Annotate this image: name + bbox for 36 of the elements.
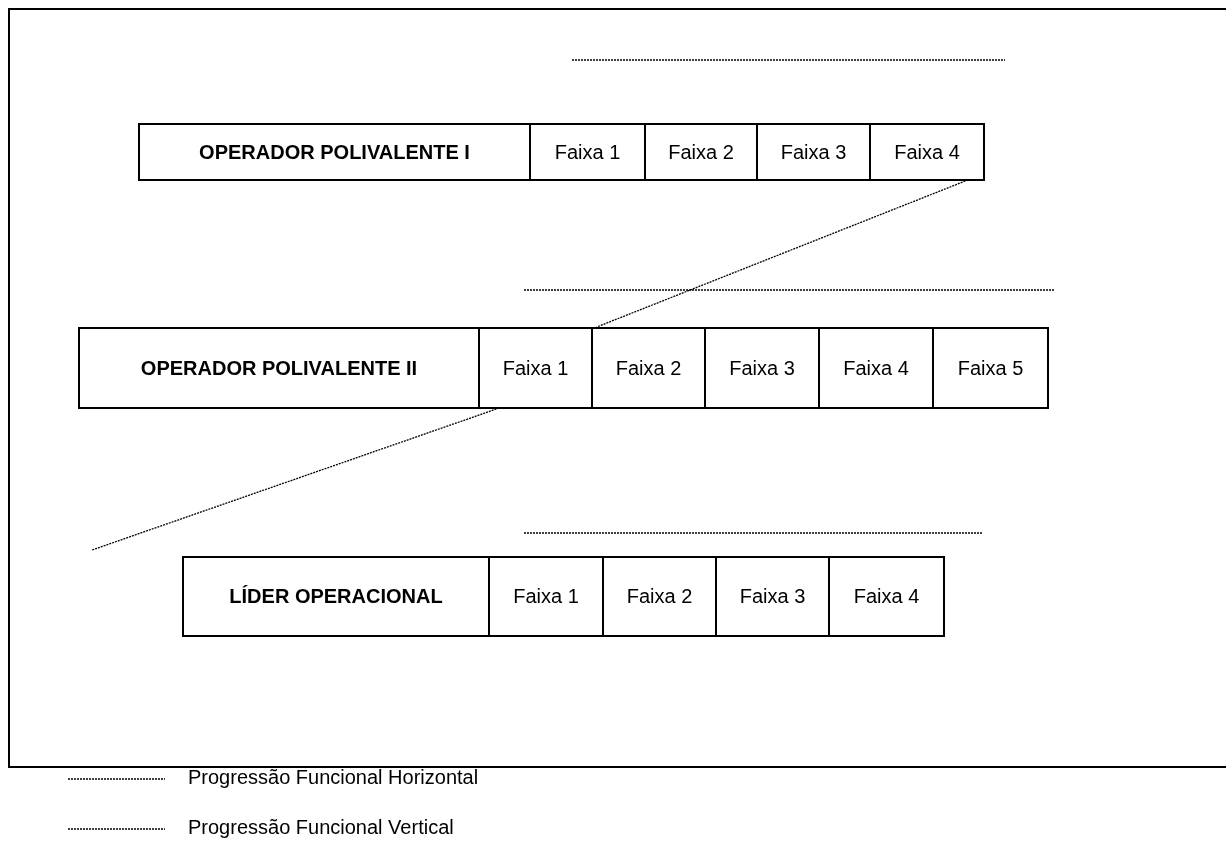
progression-line <box>596 180 966 328</box>
job-title: LÍDER OPERACIONAL <box>229 585 443 608</box>
salary-band-cell <box>591 327 706 409</box>
job-title-box <box>138 123 531 181</box>
band-label: Faixa 1 <box>502 356 569 380</box>
salary-band-cell <box>529 123 646 181</box>
salary-band-cell <box>644 123 758 181</box>
salary-band-cell <box>715 556 830 637</box>
band-label: Faixa 3 <box>780 140 847 164</box>
band-label: Faixa 4 <box>853 585 920 608</box>
band-label: Faixa 1 <box>513 585 579 608</box>
legend-label: Progressão Funcional Horizontal <box>188 766 479 789</box>
salary-band-cell <box>488 556 604 637</box>
job-title: OPERADOR POLIVALENTE I <box>199 140 470 164</box>
band-label: Faixa 2 <box>626 585 693 608</box>
salary-band-cell <box>869 123 985 181</box>
salary-band-cell <box>756 123 871 181</box>
salary-band-cell <box>818 327 934 409</box>
salary-band-cell <box>704 327 820 409</box>
salary-band-cell <box>828 556 945 637</box>
progression-line <box>91 408 498 551</box>
job-title-box <box>78 327 480 409</box>
band-label: Faixa 1 <box>554 140 621 164</box>
salary-band-cell <box>932 327 1049 409</box>
salary-band-cell <box>478 327 593 409</box>
band-label: Faixa 3 <box>739 585 806 608</box>
band-label: Faixa 4 <box>843 356 909 380</box>
job-title-box <box>182 556 490 637</box>
band-label: Faixa 3 <box>729 356 795 380</box>
band-label: Faixa 2 <box>668 140 734 164</box>
job-title: OPERADOR POLIVALENTE II <box>140 356 418 380</box>
band-label: Faixa 5 <box>957 356 1024 380</box>
legend-label: Progressão Funcional Vertical <box>188 816 454 839</box>
band-label: Faixa 4 <box>894 140 960 164</box>
band-label: Faixa 2 <box>615 356 682 380</box>
salary-band-cell <box>602 556 717 637</box>
